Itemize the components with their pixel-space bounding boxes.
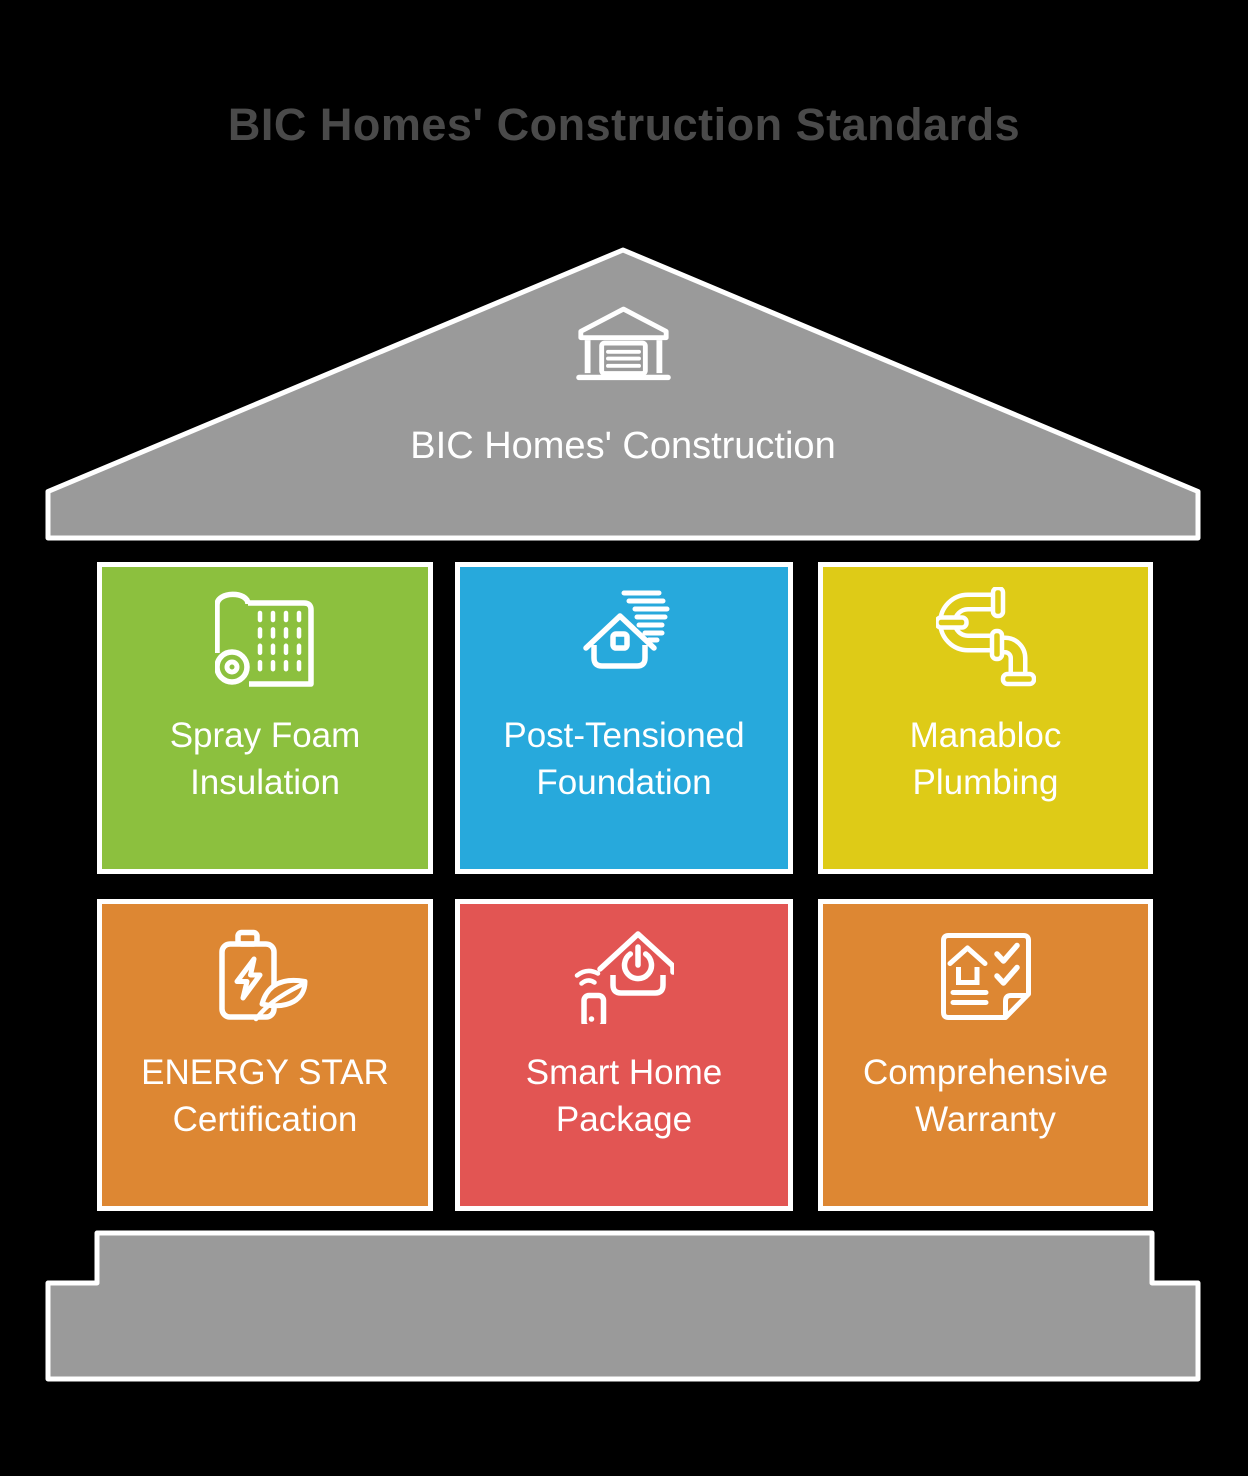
page-title: BIC Homes' Construction Standards [227, 99, 1021, 150]
battery-leaf-icon [219, 929, 308, 1022]
tile-smart-home-package: Smart Home Package [455, 899, 793, 1211]
house-wind-icon [583, 590, 670, 669]
tile-spray-foam-insulation: Spray Foam Insulation [97, 562, 433, 874]
roof-shape [45, 247, 1201, 541]
pipes-icon [935, 587, 1036, 687]
tile-label: ENERGY STAR Certification [141, 1053, 389, 1139]
roof-polygon [45, 247, 1201, 541]
base-shape [45, 1230, 1201, 1382]
roof-label: BIC Homes' Construction [410, 425, 836, 467]
tile-energy-star-certification: ENERGY STAR Certification [97, 899, 433, 1211]
warranty-document-icon [940, 933, 1031, 1020]
insulation-roll-icon [215, 591, 314, 687]
tile-manabloc-plumbing: Manabloc Plumbing [818, 562, 1153, 874]
tile-post-tensioned-foundation: Post-Tensioned Foundation [455, 562, 793, 874]
tile-label: Manabloc Plumbing [909, 716, 1062, 802]
tile-label: Comprehensive Warranty [862, 1053, 1109, 1139]
tile-comprehensive-warranty: Comprehensive Warranty [818, 899, 1153, 1211]
base-polygon [45, 1230, 1201, 1382]
smart-home-icon [574, 931, 674, 1024]
tile-label: Post-Tensioned Foundation [503, 716, 745, 802]
garage-icon [576, 306, 671, 381]
tile-label: Spray Foam Insulation [169, 716, 361, 802]
tile-label: Smart Home Package [525, 1053, 723, 1139]
